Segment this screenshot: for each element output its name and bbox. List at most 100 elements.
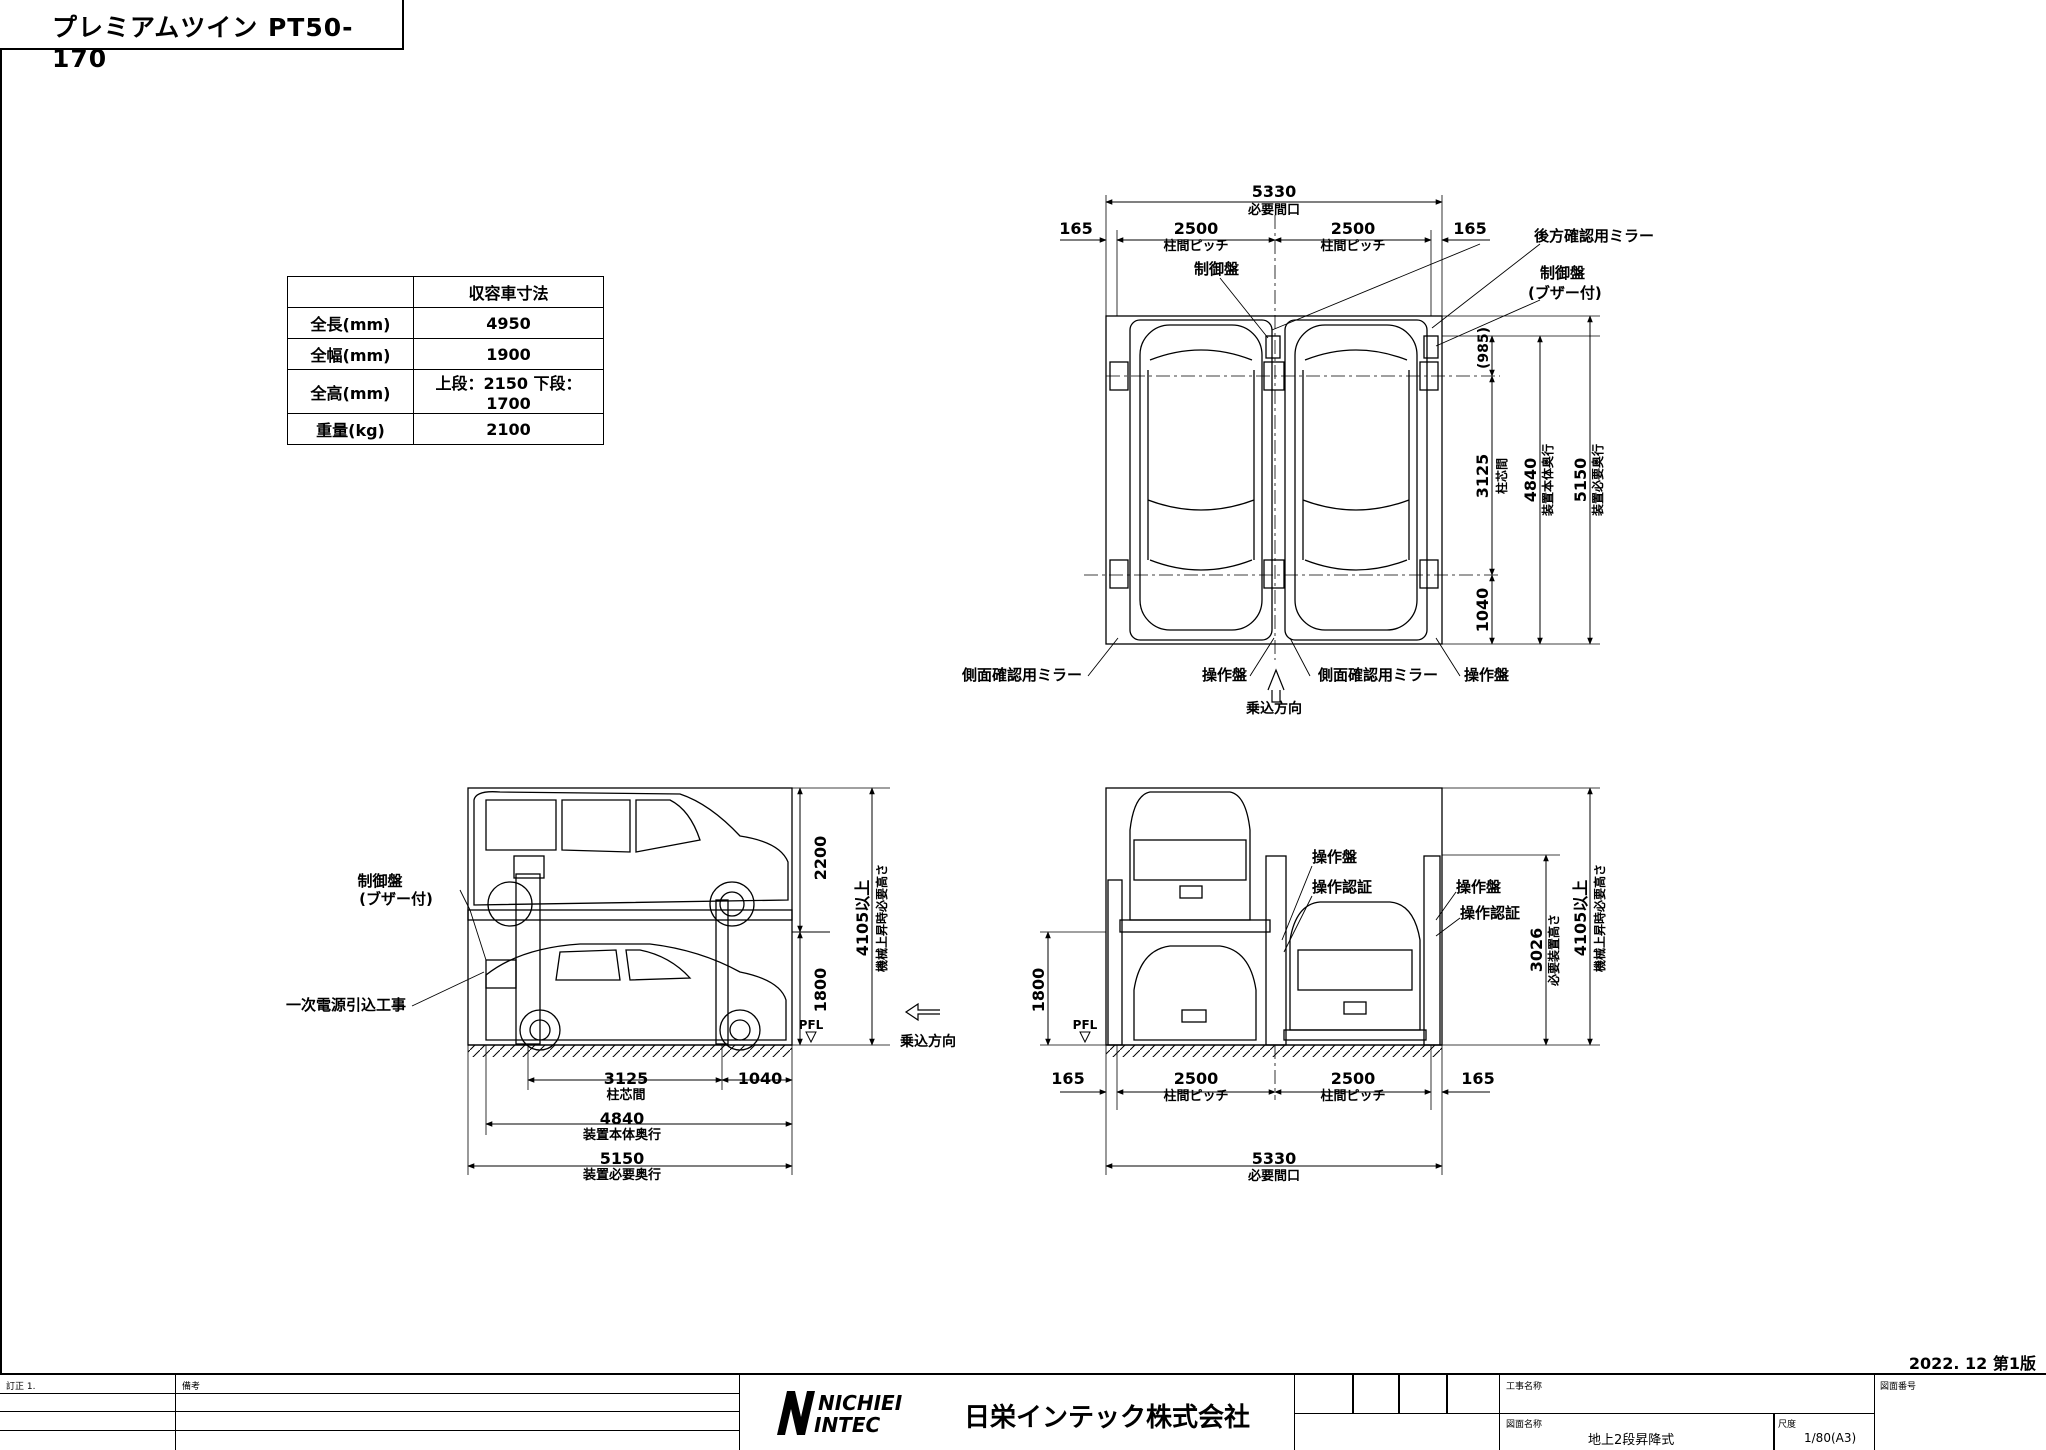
dim-4840: 4840	[1521, 458, 1540, 503]
label-power: 一次電源引込工事	[286, 996, 406, 1014]
table-row: 全高(mm) 上段：2150 下段：1700	[287, 369, 604, 414]
edition-label: 2022. 12 第1版	[1908, 1354, 2036, 1373]
tb-revision-label: 訂正 1.	[6, 1382, 36, 1392]
dim-3026: 3026	[1527, 928, 1546, 973]
label-buzzer: (ブザー付)	[1528, 284, 1602, 302]
dim-pitch: 2500	[1331, 219, 1376, 238]
dim-4840: 4840	[600, 1109, 645, 1128]
tb-divider	[1295, 1413, 1500, 1414]
plan-pallet-right	[1284, 319, 1428, 641]
label-control-panel: 制御盤	[1194, 260, 1240, 278]
tb-revision-cell	[0, 1375, 176, 1450]
tb-drawing-no-label: 図面番号	[1880, 1382, 1917, 1392]
front-post	[1107, 879, 1123, 1046]
dim-4105: 4105以上	[1571, 880, 1590, 957]
side-rear-post	[715, 899, 729, 1045]
tb-divider	[0, 1411, 740, 1412]
dim-3125: 3125	[1473, 454, 1492, 499]
dim-pitch-label: 柱間ピッチ	[1163, 1088, 1228, 1104]
side-power-box	[485, 959, 517, 989]
dim-1040: 1040	[738, 1069, 783, 1088]
table-header-row: 収容車寸法	[287, 276, 604, 308]
tb-drawing-name-label: 図面名称	[1506, 1420, 1543, 1430]
plan-post	[1419, 559, 1439, 589]
plan-car-right	[1294, 324, 1418, 631]
label-operation-auth: 操作認証	[1460, 904, 1520, 922]
side-view-labels: 制御盤 (ブザー付) 一次電源引込工事 2200 1800 4105以上 機械上…	[286, 836, 956, 1183]
front-ground-hatch	[1106, 1045, 1442, 1057]
side-car-lower	[485, 943, 787, 1051]
tb-scale: 1/80(A3)	[1804, 1431, 1857, 1445]
tb-divider	[1398, 1375, 1400, 1413]
front-car-upper	[1129, 791, 1251, 921]
drawing-title: プレミアムツイン PT50-170	[52, 13, 354, 73]
label-operation-panel: 操作盤	[1456, 878, 1502, 896]
label-entry-direction: 乗込方向	[899, 1033, 956, 1050]
dim-3026-label: 必要装置高さ	[1546, 914, 1561, 987]
spec-label: 重量(kg)	[287, 413, 414, 445]
side-upper-pallet	[467, 909, 793, 921]
label-operation-auth: 操作認証	[1312, 878, 1372, 896]
spec-label: 全高(mm)	[287, 369, 414, 414]
tb-project-label: 工事名称	[1506, 1382, 1543, 1392]
dim-1800: 1800	[1029, 968, 1048, 1013]
company-logo-icon	[777, 1391, 815, 1435]
label-entry-direction: 乗込方向	[1245, 700, 1302, 717]
dim-total: 5330	[1252, 182, 1297, 201]
vehicle-spec-table: 収容車寸法 全長(mm) 4950 全幅(mm) 1900 全高(mm) 上段：…	[287, 276, 604, 445]
plan-view	[1060, 195, 1600, 703]
pfl-label: PFL	[799, 1018, 824, 1032]
dim-4105-label: 機械上昇時必要高さ	[874, 864, 889, 972]
frame-left-border	[0, 50, 2, 1375]
logo-text-top: NICHIEI	[818, 1391, 903, 1415]
front-outer-frame	[1105, 787, 1443, 1046]
dim-4105-label: 機械上昇時必要高さ	[1592, 864, 1607, 972]
dim-pitch: 2500	[1331, 1069, 1376, 1088]
plan-control-box	[1423, 335, 1439, 359]
tb-divider	[1446, 1375, 1448, 1413]
tb-grid-cell	[1295, 1375, 1500, 1450]
title-block: 訂正 1. 備考 NICHIEI INTEC 日栄インテック株式会社 工事名称 …	[0, 1373, 2046, 1450]
front-car-right	[1289, 901, 1421, 1031]
front-car-lower-left	[1133, 945, 1257, 1041]
dim-side-left: 165	[1051, 1069, 1084, 1088]
dim-pitch-label: 柱間ピッチ	[1320, 1088, 1385, 1104]
tb-company-cell	[740, 1375, 1295, 1450]
drawing-title-box: プレミアムツイン PT50-170	[0, 0, 404, 73]
dim-4840-label: 装置本体奥行	[582, 1127, 661, 1143]
dim-pitch: 2500	[1174, 219, 1219, 238]
dim-5150: 5150	[1571, 458, 1590, 503]
tb-remarks-label: 備考	[182, 1382, 201, 1392]
tb-divider	[0, 1430, 740, 1431]
dim-2200: 2200	[811, 836, 830, 881]
front-right-pallet	[1283, 1029, 1427, 1041]
label-control-panel: 制御盤	[357, 872, 403, 890]
front-post	[1265, 855, 1287, 1046]
side-car-upper	[473, 791, 789, 927]
label-buzzer: (ブザー付)	[359, 890, 433, 908]
table-row: 全長(mm) 4950	[287, 307, 604, 339]
pfl-label: PFL	[1073, 1018, 1098, 1032]
dim-side-right: 165	[1461, 1069, 1494, 1088]
dim-3125: 3125	[604, 1069, 649, 1088]
dim-985: (985)	[1476, 327, 1492, 369]
dim-5150: 5150	[600, 1149, 645, 1168]
table-corner-cell	[287, 276, 414, 308]
spec-value: 1900	[413, 338, 604, 370]
dim-total-label: 必要間口	[1247, 1168, 1300, 1184]
side-column	[515, 873, 541, 1045]
label-control-panel-buzzer: 制御盤	[1540, 264, 1586, 282]
label-side-mirror: 側面確認用ミラー	[961, 666, 1082, 684]
plan-post	[1263, 559, 1285, 589]
plan-outer-frame	[1105, 315, 1443, 645]
dim-3125-label: 柱芯間	[606, 1087, 645, 1103]
label-operation-panel: 操作盤	[1202, 666, 1248, 684]
dim-4105: 4105以上	[853, 880, 872, 957]
tb-scale-label: 尺度	[1778, 1420, 1797, 1430]
tb-divider	[1773, 1413, 1775, 1450]
dim-1040: 1040	[1473, 588, 1492, 633]
dim-total-label: 必要間口	[1247, 202, 1300, 218]
label-operation-panel: 操作盤	[1464, 666, 1510, 684]
dim-5150-label: 装置必要奥行	[1590, 444, 1605, 517]
